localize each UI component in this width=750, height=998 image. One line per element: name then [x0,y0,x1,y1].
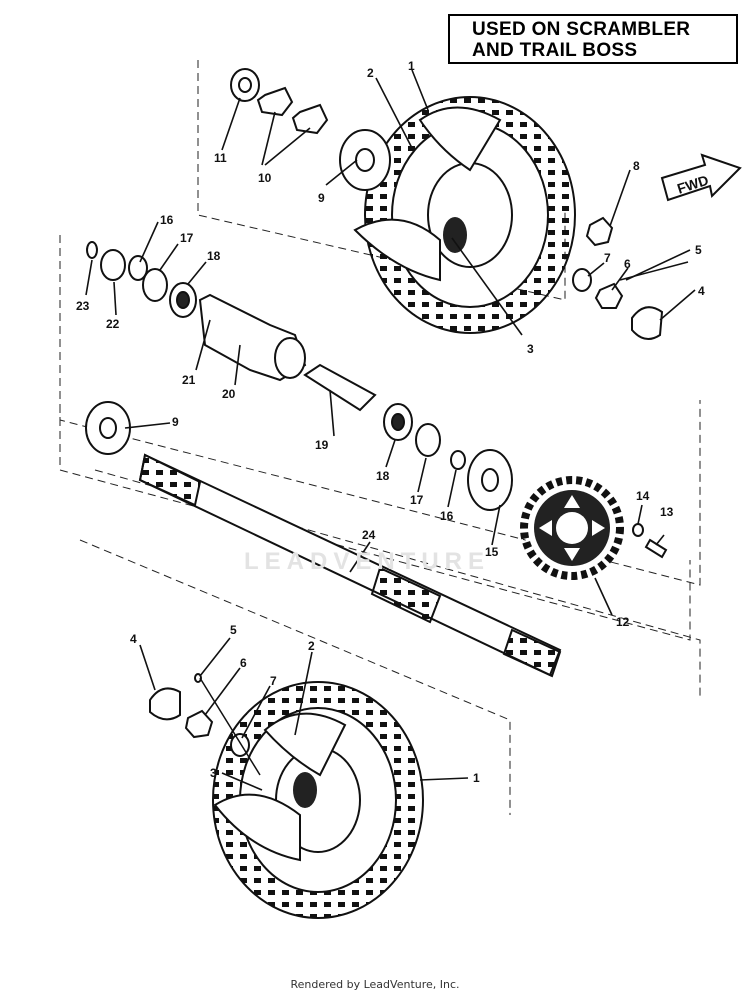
rear-axle-shaft [85,401,562,678]
callout-23: 23 [76,299,90,313]
callout-13: 13 [660,505,674,519]
callout-16-upper: 16 [160,213,174,227]
callout-10: 10 [258,171,272,185]
footer-credit: Rendered by LeadVenture, Inc. [290,978,460,991]
callout-12: 12 [616,615,630,629]
callout-16-lower: 16 [440,509,454,523]
callout-9-lower: 9 [172,415,179,429]
callout-18-upper: 18 [207,249,221,263]
callout-17-lower: 17 [410,493,424,507]
callout-1-lower: 1 [473,771,480,785]
callout-7-lower: 7 [270,674,277,688]
title-line-2: AND TRAIL BOSS [472,40,638,61]
callout-20: 20 [222,387,236,401]
callout-17-upper: 17 [180,231,194,245]
lower-wheel [212,681,424,919]
callout-15: 15 [485,545,499,559]
callout-21: 21 [182,373,196,387]
watermark-text: LEADVENTURE [244,548,491,575]
callout-9-upper: 9 [318,191,325,205]
callout-11: 11 [214,151,227,165]
sprocket [520,476,624,580]
callout-7-upper: 7 [604,251,611,265]
lower-hub-parts [149,673,261,776]
sprocket-hardware [632,523,668,559]
upper-hub-parts [230,68,689,340]
callout-numbers: 1 2 3 4 5 6 7 8 9 10 11 12 13 14 15 16 1… [76,59,705,785]
callout-leaders [85,69,696,791]
callout-4-upper: 4 [698,284,705,298]
callout-2-lower: 2 [308,639,315,653]
callout-24: 24 [362,528,376,542]
callout-18-lower: 18 [376,469,390,483]
callout-1-upper: 1 [408,59,415,73]
callout-22: 22 [106,317,120,331]
callout-4-lower: 4 [130,632,137,646]
callout-2-upper: 2 [367,66,374,80]
callout-5-upper: 5 [695,243,702,257]
forward-arrow: FWD [660,153,742,202]
callout-19: 19 [315,438,329,452]
upper-wheel [353,96,576,334]
title-line-1: USED ON SCRAMBLER [472,19,691,40]
callout-6-upper: 6 [624,257,631,271]
callout-3-upper: 3 [527,342,534,356]
callout-5-lower: 5 [230,623,237,637]
title-box: USED ON SCRAMBLER AND TRAIL BOSS [448,14,738,64]
callout-8: 8 [633,159,640,173]
callout-3-lower: 3 [210,766,217,780]
axle-housing-parts [86,241,513,511]
callout-6-lower: 6 [240,656,247,670]
callout-14: 14 [636,489,650,503]
